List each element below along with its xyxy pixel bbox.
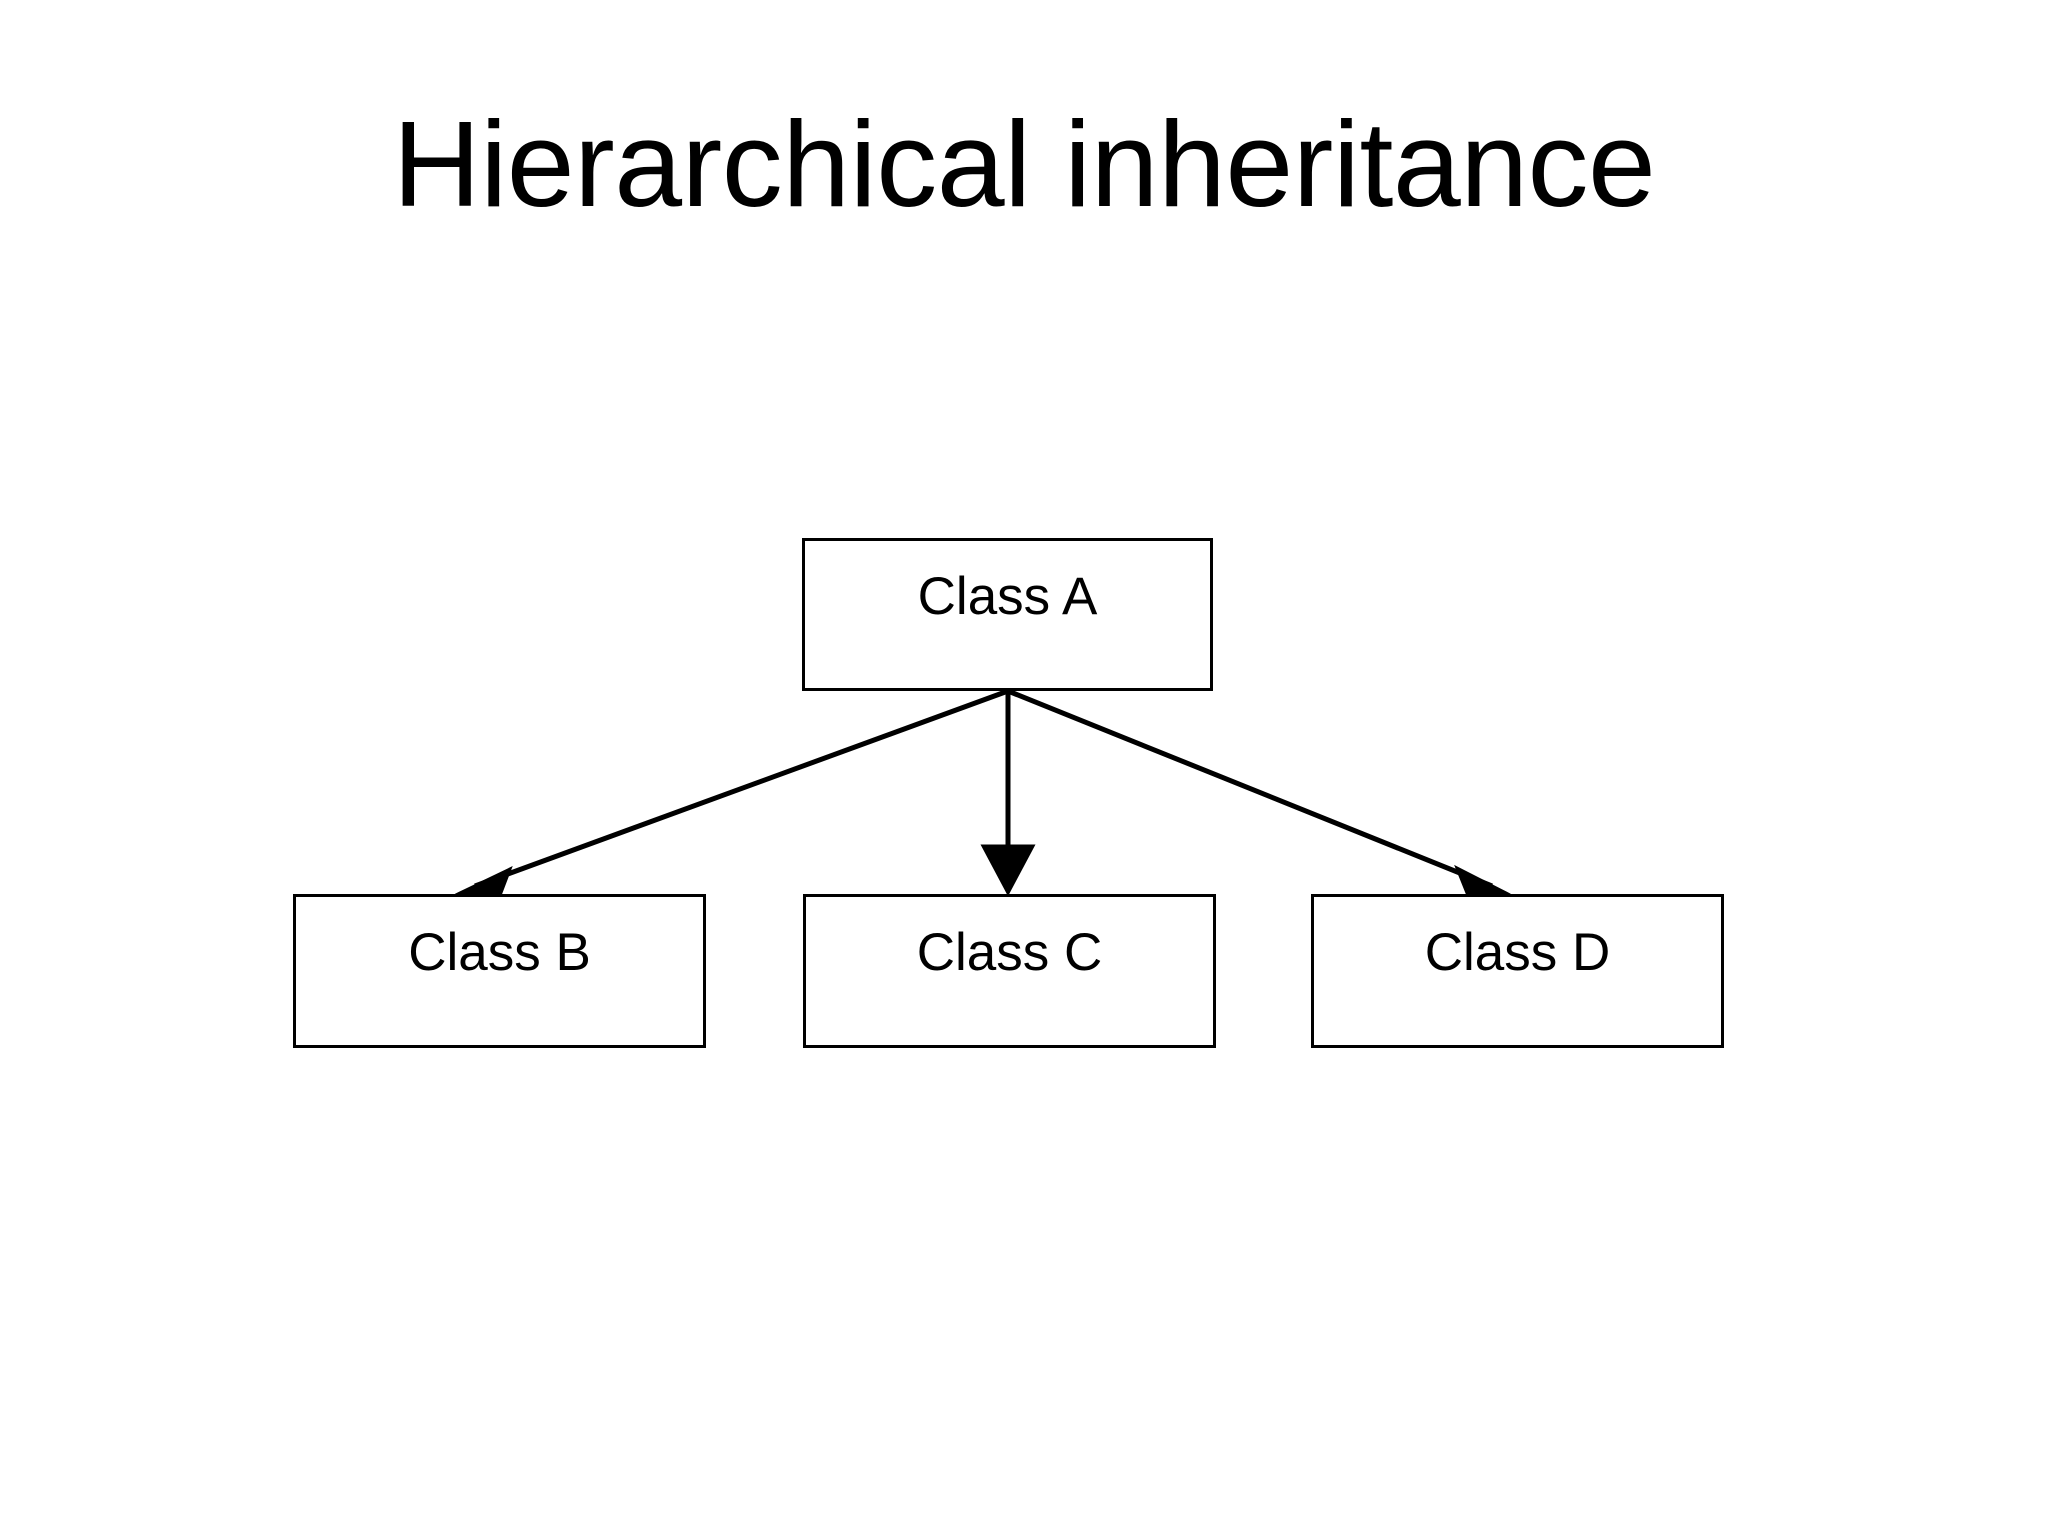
edge-class-a-to-class-c: [980, 691, 1036, 897]
page-title: Hierarchical inheritance: [392, 96, 1656, 232]
arrowhead-icon: [980, 844, 1036, 897]
class-node-label: Class B: [408, 923, 591, 982]
class-node-label: Class D: [1424, 923, 1611, 982]
edge-class-a-to-class-d: [1007, 688, 1511, 900]
class-node-label: Class C: [916, 923, 1103, 982]
class-node-class-b[interactable]: Class B: [293, 894, 706, 1048]
class-node-label: Class A: [917, 567, 1098, 626]
edge-class-a-to-class-b: [454, 688, 1009, 900]
class-node-class-a[interactable]: Class A: [802, 538, 1213, 691]
class-node-class-d[interactable]: Class D: [1311, 894, 1724, 1048]
class-node-class-c[interactable]: Class C: [803, 894, 1216, 1048]
